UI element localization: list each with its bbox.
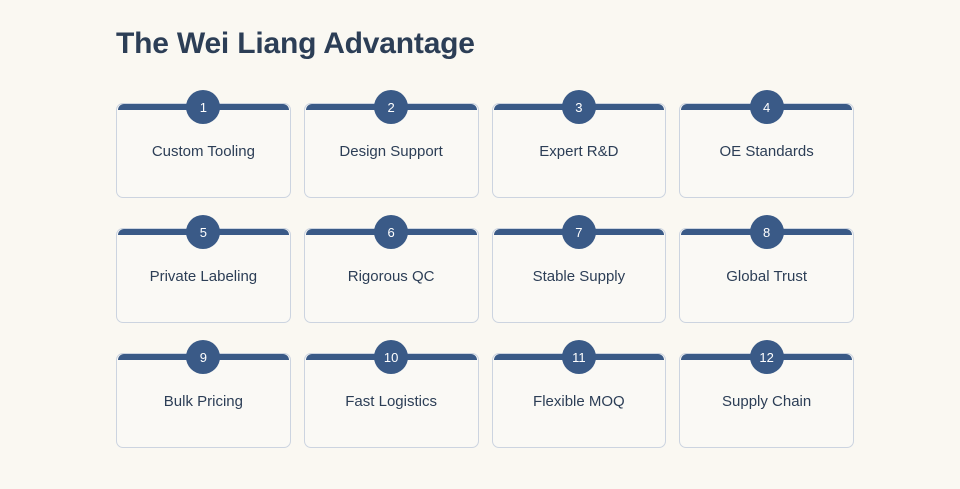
card-label: Design Support bbox=[339, 142, 443, 160]
card-label: Fast Logistics bbox=[345, 392, 437, 410]
advantage-card-grid: 1 Custom Tooling 2 Design Support 3 Expe… bbox=[116, 90, 854, 448]
card-label: Stable Supply bbox=[532, 267, 626, 285]
advantage-card[interactable]: 12 Supply Chain bbox=[679, 340, 854, 448]
card-label: Private Labeling bbox=[149, 267, 258, 285]
advantage-card[interactable]: 8 Global Trust bbox=[679, 215, 854, 323]
card-label: Supply Chain bbox=[722, 392, 812, 410]
card-number-badge: 12 bbox=[749, 340, 784, 374]
advantage-card[interactable]: 2 Design Support bbox=[303, 90, 479, 198]
card-label: Rigorous QC bbox=[347, 267, 435, 285]
card-number-badge: 4 bbox=[749, 90, 784, 124]
page-title: The Wei Liang Advantage bbox=[116, 27, 475, 60]
advantage-card[interactable]: 3 Expert R&D bbox=[491, 90, 667, 198]
card-number-badge: 1 bbox=[186, 90, 221, 124]
advantage-card[interactable]: 10 Fast Logistics bbox=[303, 340, 479, 448]
card-label: Expert R&D bbox=[539, 142, 619, 160]
card-label: OE Standards bbox=[719, 142, 814, 160]
card-number-badge: 2 bbox=[374, 90, 409, 124]
card-label: Global Trust bbox=[726, 267, 808, 285]
card-number-badge: 8 bbox=[749, 215, 784, 249]
advantage-card[interactable]: 1 Custom Tooling bbox=[116, 90, 291, 198]
advantage-card[interactable]: 4 OE Standards bbox=[679, 90, 854, 198]
card-label: Flexible MOQ bbox=[533, 392, 625, 410]
card-label: Custom Tooling bbox=[151, 142, 255, 160]
advantage-card[interactable]: 7 Stable Supply bbox=[491, 215, 667, 323]
card-number-badge: 6 bbox=[374, 215, 409, 249]
advantage-card[interactable]: 5 Private Labeling bbox=[116, 215, 291, 323]
card-number-badge: 10 bbox=[374, 340, 409, 374]
card-number-badge: 9 bbox=[186, 340, 221, 374]
advantage-card[interactable]: 11 Flexible MOQ bbox=[491, 340, 667, 448]
card-number-badge: 5 bbox=[186, 215, 221, 249]
advantage-card[interactable]: 6 Rigorous QC bbox=[303, 215, 479, 323]
advantage-card[interactable]: 9 Bulk Pricing bbox=[116, 340, 291, 448]
card-number-badge: 3 bbox=[561, 90, 596, 124]
card-label: Bulk Pricing bbox=[163, 392, 243, 410]
card-number-badge: 11 bbox=[561, 340, 596, 374]
card-number-badge: 7 bbox=[561, 215, 596, 249]
